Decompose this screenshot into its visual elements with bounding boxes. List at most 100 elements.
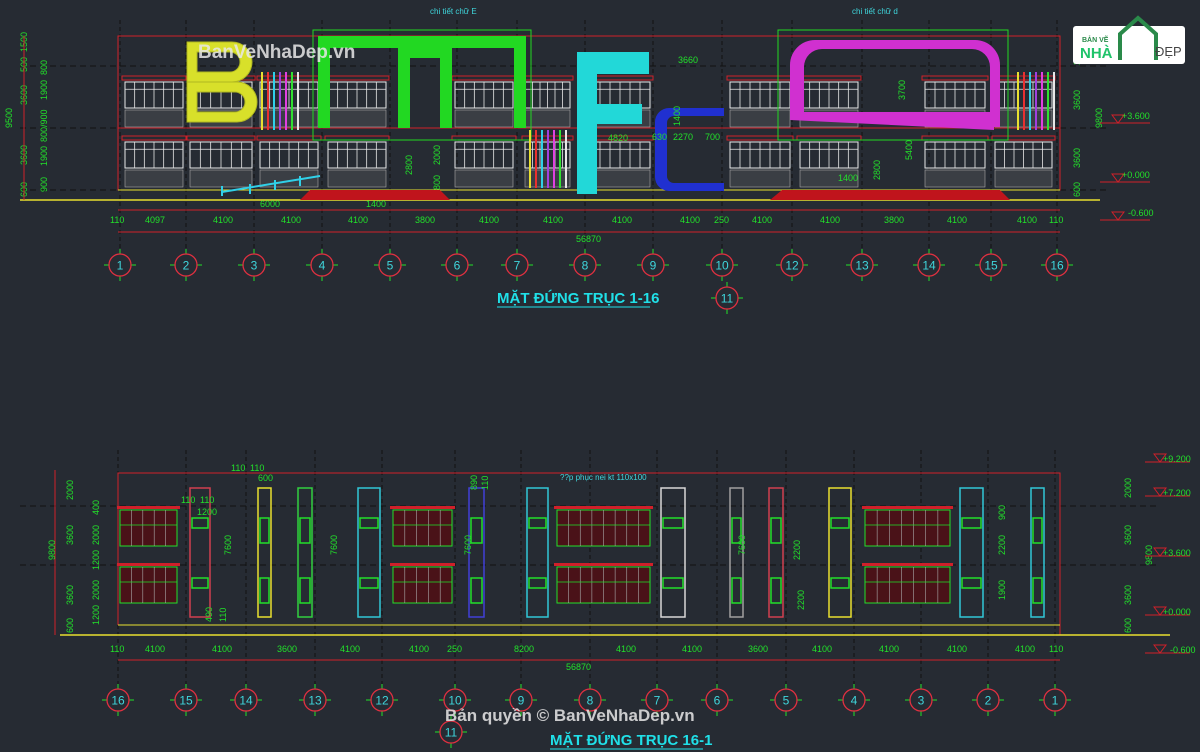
inner-dim: 1900 xyxy=(997,580,1007,600)
span-dim-bottom-9: 4100 xyxy=(682,644,702,654)
panel-window xyxy=(470,577,483,604)
axis-bubble-circle xyxy=(705,688,729,712)
panel-window xyxy=(1032,517,1043,544)
vertical-panel xyxy=(768,487,784,618)
panel-window xyxy=(359,517,379,529)
lintel xyxy=(921,75,989,81)
axis-label: 5 xyxy=(783,694,790,708)
top-total-dim: 56870 xyxy=(576,234,601,244)
panel-window xyxy=(1032,577,1043,604)
axis-bubble-circle xyxy=(1043,688,1067,712)
span-dim-bottom-11: 4100 xyxy=(812,644,832,654)
axis-bubble-bottom-14: 14 xyxy=(230,684,262,716)
axis-bubble-circle xyxy=(174,253,198,277)
axis-bubble-circle xyxy=(715,286,739,310)
lintel xyxy=(256,75,322,81)
top-dim: 110 xyxy=(231,463,245,473)
inner-dim: 2200 xyxy=(997,535,1007,555)
balcony-rail xyxy=(454,109,514,128)
left-dim-b: 900 xyxy=(39,177,49,192)
axis-bubble-circle xyxy=(710,253,734,277)
panel-window xyxy=(528,517,547,529)
axis-bubble-bottom-13: 13 xyxy=(299,684,331,716)
axis-label: 15 xyxy=(179,694,193,708)
axis-bubble-bottom-4: 4 xyxy=(838,684,870,716)
logo-text-2: NHÀ xyxy=(1080,45,1113,62)
axis-bubble-circle xyxy=(242,253,266,277)
span-dim-6: 4100 xyxy=(479,215,499,225)
left-dim-b: 800 xyxy=(39,60,49,75)
lintel xyxy=(554,506,653,509)
entrance-steps xyxy=(770,190,1010,200)
balcony-rail xyxy=(729,169,791,188)
span-dim-bottom-3: 3600 xyxy=(277,644,297,654)
window xyxy=(119,566,178,604)
lintel xyxy=(862,506,953,509)
left-dim-b: 1200 xyxy=(91,605,101,625)
level-bot-0000: +0.000 xyxy=(1163,607,1191,617)
vertical-panel xyxy=(660,487,686,618)
axis-bubble-5: 5 xyxy=(374,249,406,281)
level-top-3600: +3.600 xyxy=(1122,111,1150,121)
right-total: 9800 xyxy=(1094,108,1104,128)
level-marker xyxy=(1100,114,1150,124)
axis-bubble-circle xyxy=(842,688,866,712)
inner-dim: 2000 xyxy=(432,145,442,165)
axis-bubble-circle xyxy=(641,253,665,277)
axis-bubble-bottom-6: 6 xyxy=(701,684,733,716)
level-top-minus-0600: -0.600 xyxy=(1128,208,1154,218)
axis-label: 12 xyxy=(375,694,389,708)
letter-t xyxy=(318,36,526,128)
span-dim-bottom-12: 4100 xyxy=(879,644,899,654)
lintel xyxy=(256,135,322,141)
lintel xyxy=(862,563,953,566)
left-total: 9500 xyxy=(4,108,14,128)
panel-window xyxy=(470,517,483,544)
panel-window xyxy=(191,517,209,529)
dim-700: 700 xyxy=(705,132,720,142)
span-dim-15: 4100 xyxy=(1017,215,1037,225)
lintel xyxy=(726,75,794,81)
axis-label: 8 xyxy=(582,259,589,273)
dim-3660: 3660 xyxy=(678,55,698,65)
inner-dim: 7600 xyxy=(737,535,747,555)
vertical-panel xyxy=(1030,487,1045,618)
panel-window xyxy=(299,577,311,604)
axis-bubble-circle xyxy=(443,688,467,712)
axis-bubble-circle xyxy=(774,688,798,712)
lintel xyxy=(921,135,989,141)
span-dim-bottom-6: 250 xyxy=(447,644,462,654)
axis-bubble-bottom-7: 7 xyxy=(641,684,673,716)
axis-bubble-circle xyxy=(909,688,933,712)
balcony-rail xyxy=(189,169,253,188)
axis-bubble-circle xyxy=(445,253,469,277)
top-dim: 110 xyxy=(181,495,195,505)
span-dim-bottom-0: 110 xyxy=(110,644,124,654)
inner-dim: 2800 xyxy=(404,155,414,175)
axis-label: 5 xyxy=(387,259,394,273)
panel-window xyxy=(662,577,684,589)
axis-bubble-circle xyxy=(1045,253,1069,277)
span-dim-bottom-13: 4100 xyxy=(947,644,967,654)
inner-dim: 800 xyxy=(432,175,442,190)
balcony-rail xyxy=(124,109,184,128)
vertical-panel xyxy=(729,487,744,618)
span-dim-13: 3800 xyxy=(884,215,904,225)
balcony-rail xyxy=(589,169,651,188)
axis-bubble-15: 15 xyxy=(975,249,1007,281)
left-dim-b: 1900 xyxy=(39,146,49,166)
span-dim-8: 4100 xyxy=(612,215,632,225)
axis-bubble-bottom-9: 9 xyxy=(505,684,537,716)
lintel xyxy=(324,135,390,141)
right-total: 9800 xyxy=(1144,545,1154,565)
lintel xyxy=(121,75,187,81)
axis-bubble-16: 16 xyxy=(1041,249,1073,281)
right-dim: 3600 xyxy=(1123,525,1133,545)
axis-bubble-circle xyxy=(106,688,130,712)
inner-dim: 2800 xyxy=(872,160,882,180)
left-dim-a: 2000 xyxy=(65,480,75,500)
span-dim-bottom-4: 4100 xyxy=(340,644,360,654)
axis-label: 6 xyxy=(454,259,461,273)
panel-window xyxy=(961,517,982,529)
